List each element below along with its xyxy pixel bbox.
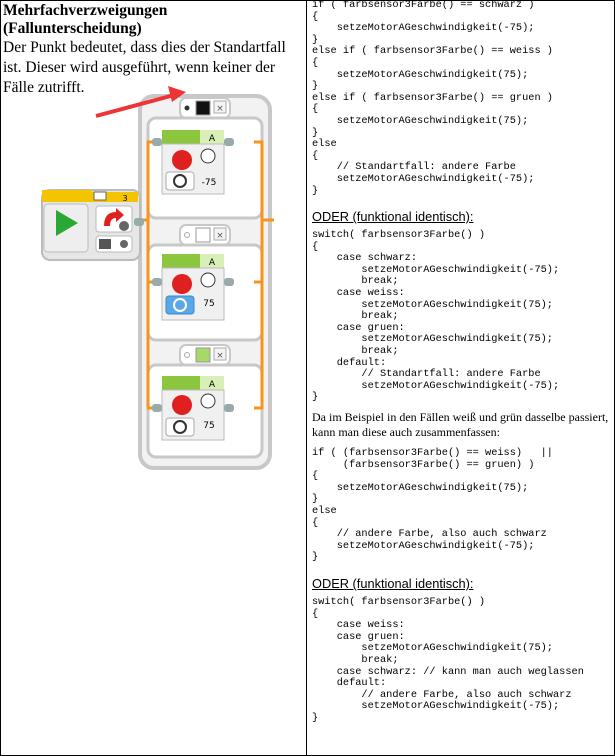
motor-icon	[172, 395, 192, 415]
connector	[224, 404, 234, 412]
connector	[134, 218, 144, 226]
start-block-head	[42, 190, 92, 202]
column-divider	[306, 0, 307, 756]
description-line-2: ist. Dieser wird ausgeführt, wenn keiner…	[3, 59, 276, 76]
loop-arrow-icon	[104, 208, 124, 226]
heading-line-2: (Fallunterscheidung)	[3, 20, 142, 37]
heading-line-1: Mehrfachverzweigungen	[3, 2, 168, 19]
code-block-merged-switch: switch( farbsensor3Farbe() ) { case weis…	[312, 595, 584, 724]
mode-box	[165, 417, 195, 437]
port-label: A	[209, 134, 216, 144]
loop-icon	[173, 420, 187, 434]
close-icon	[213, 100, 227, 114]
code-block-switch: switch( farbsensor3Farbe() ) { case schw…	[312, 229, 560, 404]
close-icon	[213, 347, 227, 361]
case-radio-icon	[184, 232, 190, 238]
code-block-merged-if: if ( (farbsensor3Farbe() == weiss) || (f…	[312, 447, 553, 564]
speed-icon	[200, 148, 216, 164]
switch-head	[92, 192, 138, 202]
close-icon-glyph: ×	[216, 104, 224, 114]
description-line-1: Der Punkt bedeutet, dass dies der Standa…	[3, 39, 286, 56]
motor-block-3: A 75	[152, 376, 234, 441]
motor-icon	[172, 274, 192, 294]
close-icon	[213, 227, 227, 241]
connector	[224, 278, 234, 286]
speed-value: 75	[203, 421, 214, 431]
ev3-switch-diagram: × × × 3 A -75	[41, 86, 274, 470]
close-icon-glyph: ×	[216, 231, 224, 241]
black-color-swatch	[195, 100, 211, 116]
default-dot-icon	[184, 105, 190, 111]
orange-wire	[254, 140, 264, 410]
mode-sensor-icon	[120, 240, 128, 248]
port-label-bg	[200, 254, 224, 268]
right-column: if ( farbsensor3Farbe() == schwarz ) { s…	[312, 0, 612, 724]
red-arrow-head	[168, 86, 186, 102]
port-label-bg	[200, 130, 224, 144]
port-label-bg	[200, 376, 224, 390]
connector	[152, 404, 162, 412]
port-label: A	[209, 380, 216, 390]
speed-icon	[200, 272, 216, 288]
connector	[224, 138, 234, 146]
mode-box	[165, 171, 195, 191]
case-radio-icon	[184, 352, 190, 358]
description-line-3: Fälle zutrifft.	[3, 79, 85, 96]
speed-icon	[200, 393, 216, 409]
motor-block-2: A 75	[152, 254, 234, 321]
merge-note: Da im Beispiel in den Fällen weiß und gr…	[312, 410, 609, 439]
motor-icon	[172, 150, 192, 170]
close-icon-glyph: ×	[216, 351, 224, 361]
speed-value: 75	[203, 299, 214, 309]
port-label: A	[209, 258, 216, 268]
oder-heading-1: ODER (funktional identisch):	[312, 209, 474, 225]
sensor-icon	[119, 221, 129, 231]
connector	[152, 278, 162, 286]
port-icon	[93, 191, 107, 201]
red-arrow-line	[95, 92, 179, 118]
connector	[152, 138, 162, 146]
code-block-if-else: if ( farbsensor3Farbe() == schwarz ) { s…	[312, 0, 553, 197]
speed-value: -75	[202, 178, 217, 188]
oder-heading-2: ODER (funktional identisch):	[312, 575, 474, 591]
loop-icon	[173, 174, 187, 188]
play-icon	[56, 210, 78, 236]
loop-icon	[173, 298, 187, 312]
left-column: Mehrfachverzweigungen (Fallunterscheidun…	[3, 2, 303, 98]
switch-count: 3	[122, 194, 127, 203]
white-color-swatch	[195, 227, 211, 243]
green-color-swatch	[195, 347, 211, 363]
motor-block-1: A -75	[152, 130, 234, 195]
mode-box	[165, 295, 195, 315]
mode-icon	[99, 239, 111, 249]
